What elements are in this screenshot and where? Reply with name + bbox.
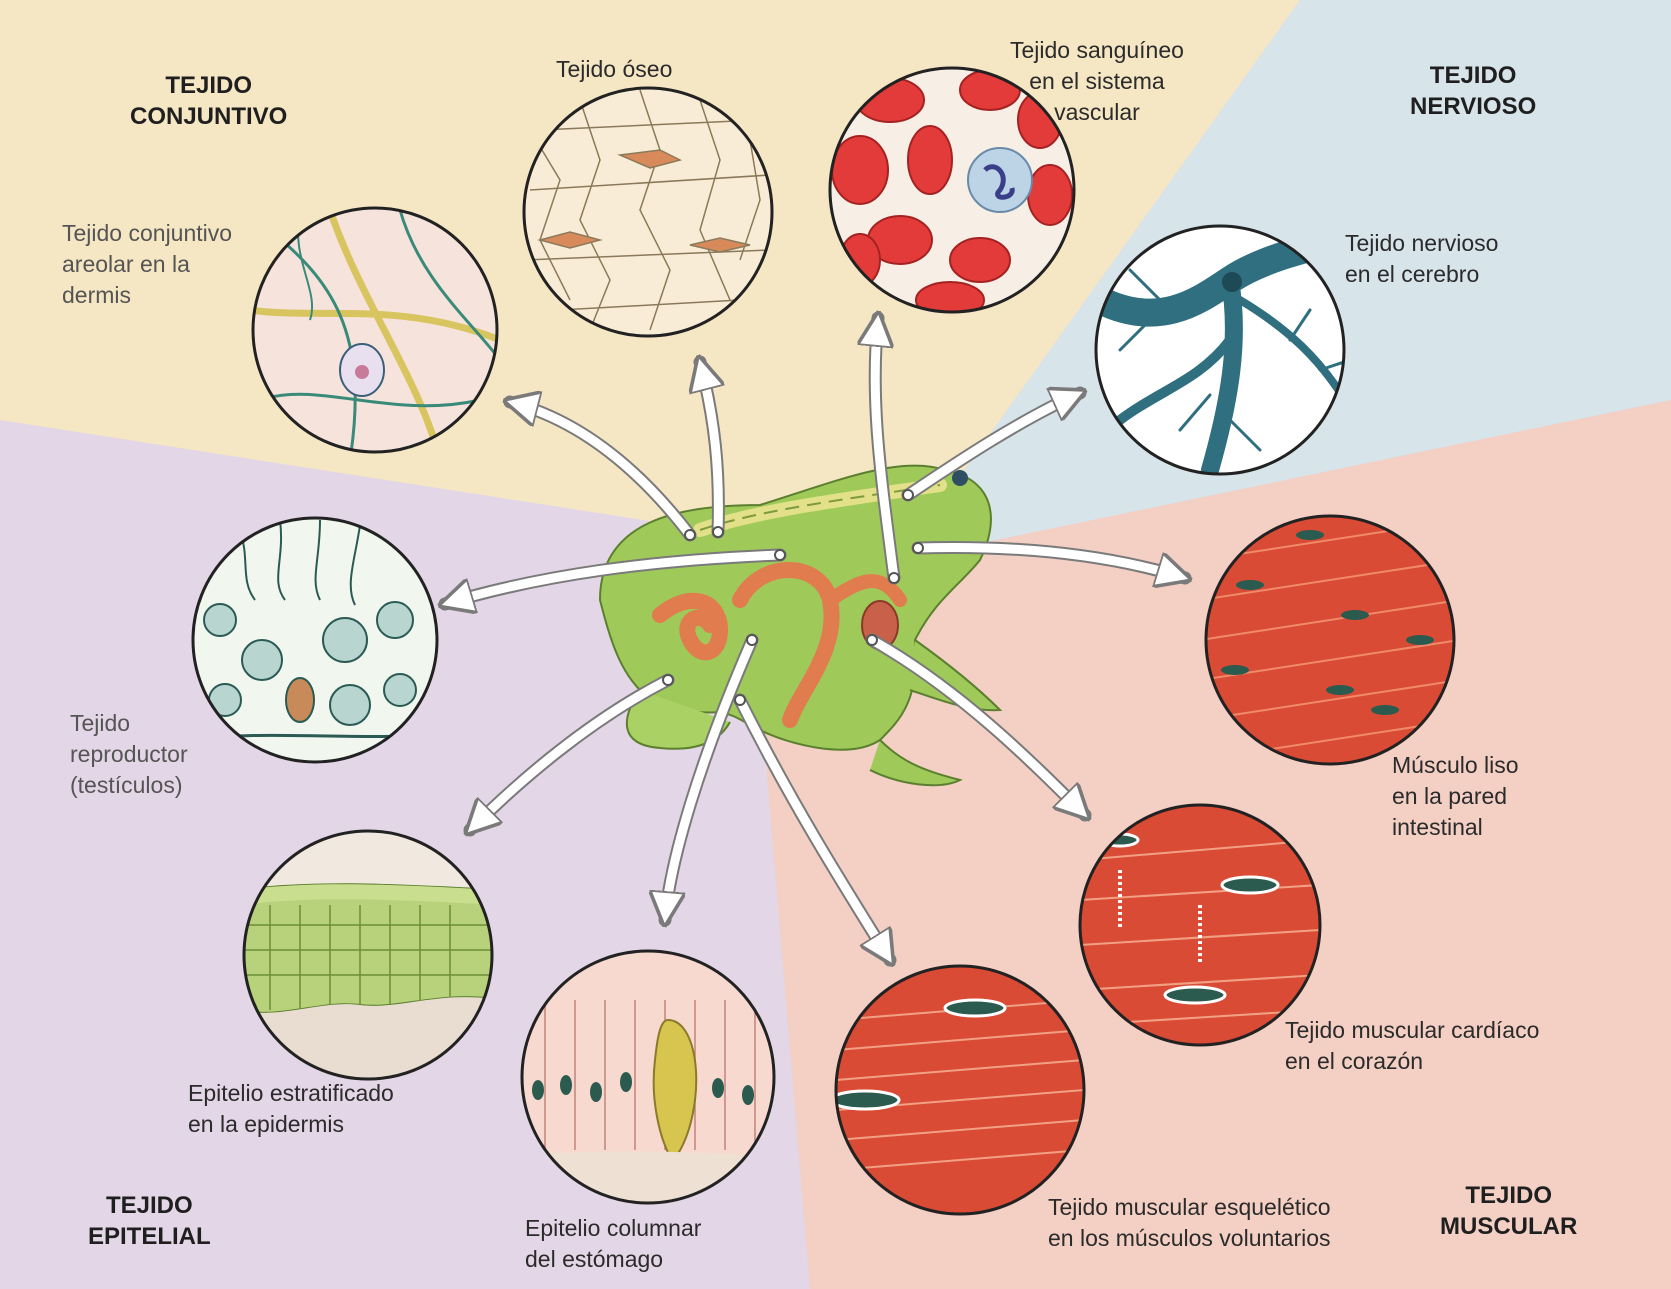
label-areolar-line3: dermis [62, 280, 232, 311]
bone-tissue-circle [524, 88, 772, 336]
label-columnar: Epitelio columnar del estómago [525, 1213, 701, 1275]
label-blood-line2: en el sistema [1010, 66, 1184, 97]
label-stratified: Epitelio estratificado en la epidermis [188, 1078, 394, 1140]
category-nervous-line2: NERVIOSO [1410, 91, 1536, 122]
label-blood-line1: Tejido sanguíneo [1010, 35, 1184, 66]
category-epithelial-line2: EPITELIAL [88, 1221, 211, 1252]
category-connective: TEJIDO CONJUNTIVO [130, 70, 287, 132]
category-muscular: TEJIDO MUSCULAR [1440, 1180, 1577, 1242]
label-reproductive-line1: Tejido [70, 708, 188, 739]
label-bone: Tejido óseo [556, 54, 672, 85]
label-smooth-line2: en la pared [1392, 781, 1519, 812]
label-smooth-line3: intestinal [1392, 812, 1519, 843]
category-epithelial: TEJIDO EPITELIAL [88, 1190, 211, 1252]
category-connective-line2: CONJUNTIVO [130, 101, 287, 132]
label-reproductive-line3: (testículos) [70, 770, 188, 801]
label-reproductive: Tejido reproductor (testículos) [70, 708, 188, 801]
label-stratified-line1: Epitelio estratificado [188, 1078, 394, 1109]
label-bone-line1: Tejido óseo [556, 54, 672, 85]
label-cardiac-line1: Tejido muscular cardíaco [1285, 1015, 1539, 1046]
label-areolar-line1: Tejido conjuntivo [62, 218, 232, 249]
category-muscular-line1: TEJIDO [1440, 1180, 1577, 1211]
category-epithelial-line1: TEJIDO [88, 1190, 211, 1221]
category-muscular-line2: MUSCULAR [1440, 1211, 1577, 1242]
label-nerve: Tejido nervioso en el cerebro [1345, 228, 1498, 290]
label-skeletal-line1: Tejido muscular esquelético [1048, 1192, 1331, 1223]
label-skeletal: Tejido muscular esquelético en los múscu… [1048, 1192, 1331, 1254]
label-areolar: Tejido conjuntivo areolar en la dermis [62, 218, 232, 311]
label-nerve-line2: en el cerebro [1345, 259, 1498, 290]
reproductive-tissue-circle [193, 518, 440, 762]
label-smooth-line1: Músculo liso [1392, 750, 1519, 781]
label-cardiac-line2: en el corazón [1285, 1046, 1539, 1077]
label-stratified-line2: en la epidermis [188, 1109, 394, 1140]
label-columnar-line2: del estómago [525, 1244, 701, 1275]
label-cardiac: Tejido muscular cardíaco en el corazón [1285, 1015, 1539, 1077]
label-blood: Tejido sanguíneo en el sistema vascular [1010, 35, 1184, 128]
label-columnar-line1: Epitelio columnar [525, 1213, 701, 1244]
label-nerve-line1: Tejido nervioso [1345, 228, 1498, 259]
category-nervous-line1: TEJIDO [1410, 60, 1536, 91]
label-blood-line3: vascular [1010, 97, 1184, 128]
label-areolar-line2: areolar en la [62, 249, 232, 280]
label-skeletal-line2: en los músculos voluntarios [1048, 1223, 1331, 1254]
category-nervous: TEJIDO NERVIOSO [1410, 60, 1536, 122]
label-reproductive-line2: reproductor [70, 739, 188, 770]
label-smooth-muscle: Músculo liso en la pared intestinal [1392, 750, 1519, 843]
category-connective-line1: TEJIDO [130, 70, 287, 101]
cardiac-muscle-circle [1080, 805, 1320, 1045]
